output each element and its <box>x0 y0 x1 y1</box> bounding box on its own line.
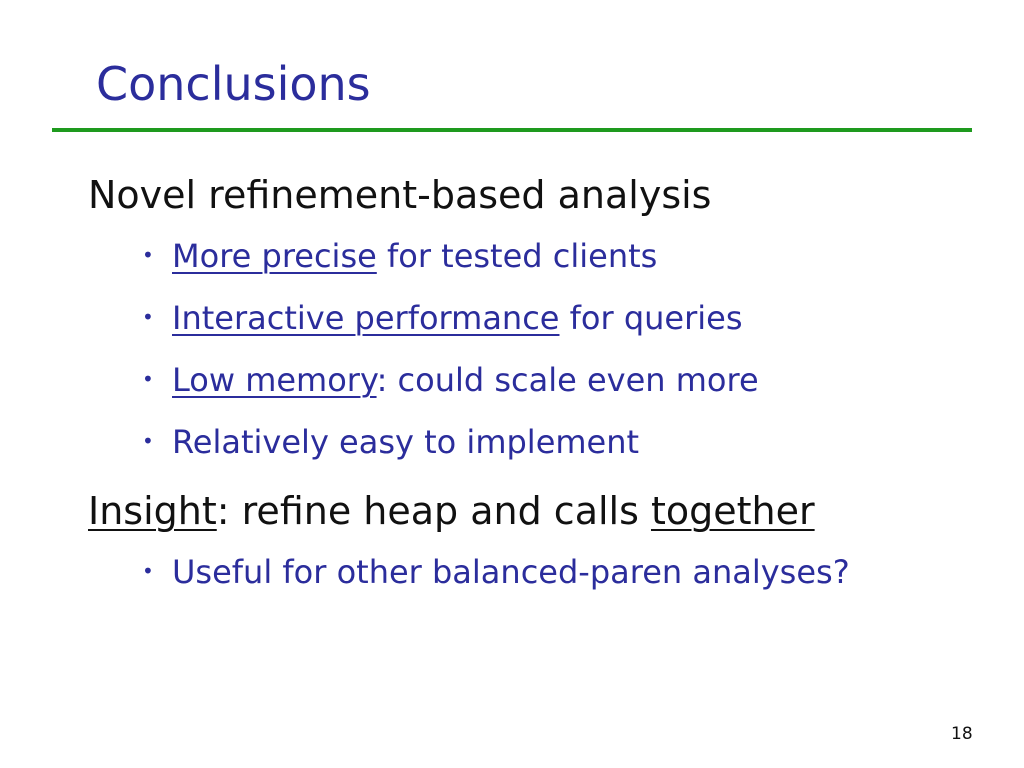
slide-title: Conclusions <box>96 57 371 111</box>
bullet-icon: • <box>142 559 154 583</box>
list-item: • Useful for other balanced-paren analyse… <box>142 553 850 591</box>
list-item: • Low memory: could scale even more <box>142 361 759 399</box>
bullet-text: : could scale even more <box>376 361 759 399</box>
list-item: • More precise for tested clients <box>142 237 657 275</box>
list-item: • Interactive performance for queries <box>142 299 743 337</box>
bullet-underlined-text: Low memory <box>172 361 377 399</box>
bullet-underlined-text: Interactive performance <box>172 299 560 337</box>
list-item: • Relatively easy to implement <box>142 423 639 461</box>
section-heading-1: Novel refinement-based analysis <box>88 173 712 217</box>
bullet-text: for queries <box>559 299 743 337</box>
page-number: 18 <box>951 724 973 744</box>
bullet-icon: • <box>142 429 154 453</box>
bullet-text: Relatively easy to implement <box>172 423 640 461</box>
bullet-icon: • <box>142 243 154 267</box>
bullet-text: for tested clients <box>376 237 658 275</box>
bullet-icon: • <box>142 305 154 329</box>
title-divider <box>52 128 972 132</box>
heading-underlined-together: together <box>650 489 815 533</box>
heading-text: : refine heap and calls <box>216 489 651 533</box>
heading-underlined-insight: Insight <box>88 489 217 533</box>
bullet-text: Useful for other balanced-paren analyses… <box>172 553 850 591</box>
bullet-underlined-text: More precise <box>172 237 377 275</box>
section-heading-2: Insight: refine heap and calls together <box>88 489 815 535</box>
bullet-icon: • <box>142 367 154 391</box>
